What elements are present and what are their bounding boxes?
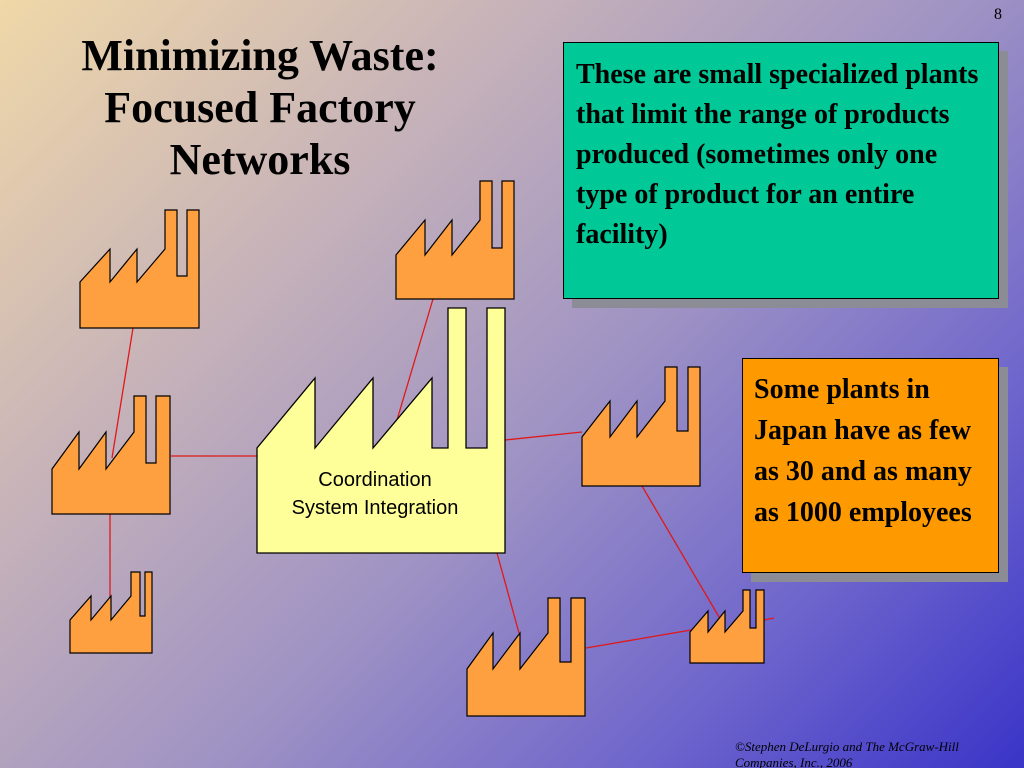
factory-bottom-left (69, 571, 153, 654)
connector-central-to-bottomcenter (496, 552, 520, 634)
factory-mid-right (581, 366, 701, 487)
factory-bottom-center (466, 597, 586, 717)
connector-midright-to-bottomright (641, 485, 723, 623)
central-factory-label-line1: Coordination (318, 469, 431, 491)
slide-title-line-3: Networks (169, 135, 351, 184)
connector-bottomcenter-to-bottomright (585, 629, 692, 649)
connector-topcenter-to-central (396, 298, 434, 421)
central-factory-label-line2: System Integration (292, 497, 459, 519)
japan-plants-callout: Some plants in Japan have as few as 30 a… (742, 358, 999, 573)
factory-mid-left (51, 395, 171, 515)
specialized-plants-callout: These are small specialized plants that … (563, 42, 999, 299)
slide-title-line-1: Minimizing Waste: (81, 31, 439, 80)
central-factory: Coordination System Integration (256, 307, 506, 554)
connector-topleft-to-midleft (111, 327, 134, 459)
copyright-line-2: Companies, Inc., 2006 (735, 755, 853, 768)
copyright-line-1: ©Stephen DeLurgio and The McGraw-Hill (735, 739, 959, 754)
connector-lines (109, 298, 775, 649)
connector-central-to-midright (504, 431, 583, 441)
central-factory-shape (256, 307, 506, 554)
factory-top-center (395, 180, 515, 300)
connector-bottomright-stub (763, 617, 775, 621)
slide-title: Minimizing Waste: Focused Factory Networ… (30, 30, 490, 186)
factory-bottom-right (689, 589, 765, 664)
page-number: 8 (994, 6, 1002, 23)
factory-top-left (79, 209, 200, 329)
slide-title-line-2: Focused Factory (104, 83, 416, 132)
copyright-footer: ©Stephen DeLurgio and The McGraw-Hill Co… (735, 739, 1020, 768)
